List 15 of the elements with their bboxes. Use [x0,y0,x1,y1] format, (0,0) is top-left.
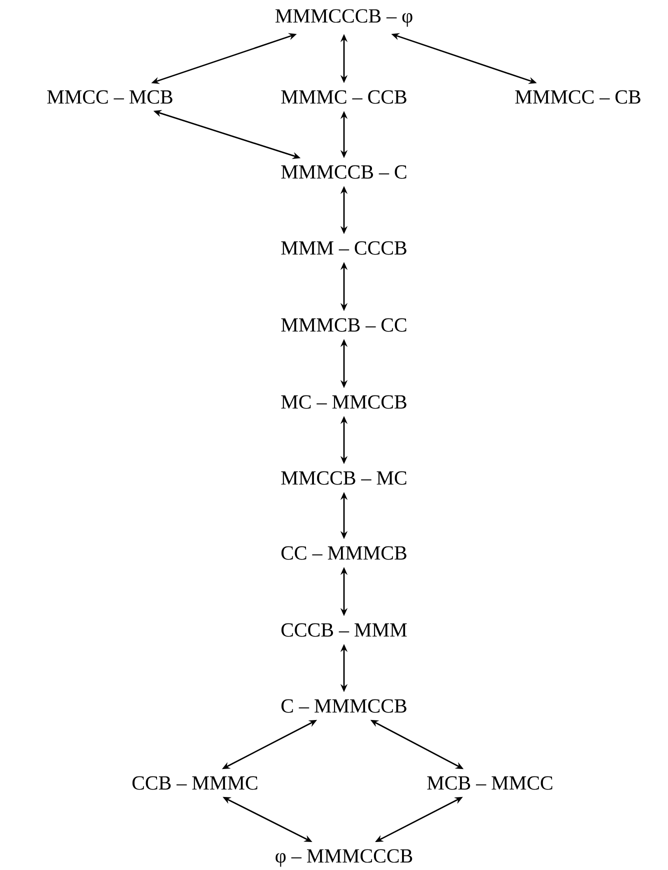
state-label: C – MMMCCB [281,699,406,713]
state-label: CCCB – MMM [281,623,407,637]
state-label: MMMCB – CC [281,318,406,332]
state-label: φ – MMMCCCB [276,849,412,867]
state-label: MMMCCCB – φ [275,9,412,27]
state-label: MMMCC – CB [515,90,640,104]
state-label: MMM – CCCB [281,241,406,255]
state-label: MMCCB – MC [281,471,406,485]
state-label: MMMCCB – C [281,165,406,179]
state-label: MCB – MMCC [427,776,552,790]
state-label: CCB – MMMC [132,776,258,790]
state-label: MMMC – CCB [281,90,406,104]
state-label: MMCC – MCB [47,90,172,104]
state-label: CC – MMMCB [281,546,406,560]
state-label: MC – MMCCB [281,395,406,409]
